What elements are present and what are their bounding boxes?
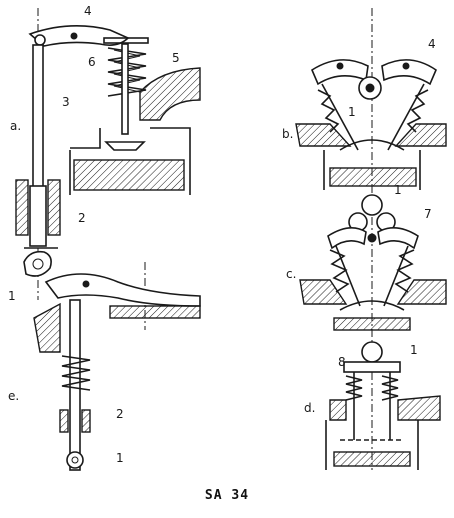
panel-c-drawing (299, 185, 447, 340)
panel-c-part-7: 7 (424, 207, 432, 221)
panel-d-label: d. (304, 401, 316, 415)
panel-a-part-2: 2 (78, 211, 86, 225)
panel-a-label: a. (10, 119, 22, 133)
panel-b-drawing (295, 8, 447, 195)
panel-d-part-1: 1 (410, 343, 418, 357)
panel-e-label: e. (8, 389, 20, 403)
panel-e-drawing (33, 262, 201, 471)
panel-c-part-1: 1 (394, 183, 402, 197)
panel-e-part-1: 1 (116, 451, 124, 465)
panel-c-label: c. (286, 267, 297, 281)
figure-caption: SA 34 (204, 488, 250, 503)
panel-e-part-2: 2 (116, 407, 124, 421)
panel-d-part-8: 8 (338, 355, 346, 369)
panel-b-part-1: 1 (348, 105, 356, 119)
panel-a-part-5: 5 (172, 51, 180, 65)
panel-a-part-4: 4 (84, 4, 92, 18)
panel-a-part-1: 1 (8, 289, 16, 303)
panel-a-part-3: 3 (62, 95, 70, 109)
panel-d-drawing (325, 340, 441, 470)
panel-a-part-6: 6 (88, 55, 96, 69)
panel-b-label: b. (282, 127, 294, 141)
panel-a-drawing (15, 8, 201, 300)
panel-b-part-4: 4 (428, 37, 436, 51)
